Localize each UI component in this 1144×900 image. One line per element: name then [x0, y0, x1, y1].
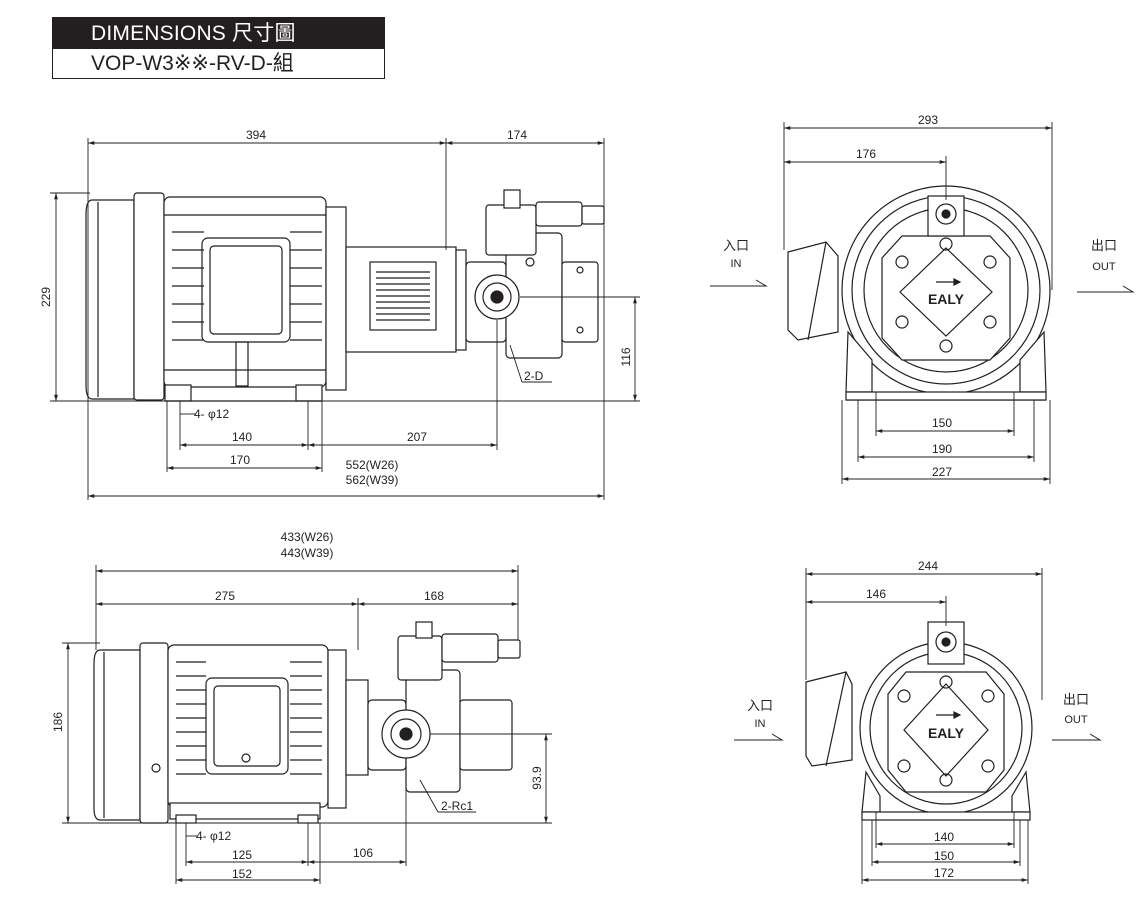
motor-body: [163, 196, 347, 391]
outlet-label: 出口: [1091, 238, 1117, 253]
dim-140: 140: [232, 430, 252, 444]
front-view-upper-dimensions: [710, 122, 1135, 484]
brand-logo-lower: EALY: [928, 725, 965, 741]
inlet-label-en: IN: [731, 258, 742, 270]
dim-170: 170: [230, 453, 250, 467]
outlet-label-lower: 出口: [1063, 692, 1089, 707]
dim-93-9: 93.9: [530, 766, 544, 790]
dim-152: 152: [232, 867, 252, 881]
coupling-housing: [345, 246, 467, 353]
fan-cover: [85, 192, 165, 401]
dim-552: 552(W26): [346, 458, 399, 472]
dim-562: 562(W39): [346, 473, 399, 487]
dim-227: 227: [932, 465, 952, 479]
side-view-lower-labels: 433(W26) 443(W39) 275 168 186 93.9 2-Rc1…: [51, 530, 544, 881]
dim-207: 207: [407, 430, 427, 444]
dim-140-lower: 140: [934, 830, 954, 844]
dim-168: 168: [424, 589, 444, 603]
outlet-label-en-lower: OUT: [1064, 714, 1088, 726]
label-4-holes: 4- φ12: [194, 407, 229, 421]
front-view-upper-labels: 293 176 150 190 227 入口 IN 出口 OUT EALY: [723, 113, 1117, 479]
dim-125: 125: [232, 848, 252, 862]
dim-229: 229: [39, 287, 53, 307]
brand-logo: EALY: [928, 291, 965, 307]
model-number: VOP-W3※※-RV-D-組: [91, 52, 294, 75]
dim-244: 244: [918, 559, 938, 573]
front-view-lower-labels: 244 146 140 150 172 入口 IN 出口 OUT EALY: [747, 559, 1089, 880]
label-2-d: 2-D: [524, 369, 544, 383]
dim-146: 146: [866, 587, 886, 601]
front-view-upper: [787, 185, 1051, 401]
dim-106: 106: [353, 846, 373, 860]
dim-172: 172: [934, 866, 954, 880]
side-view-lower-dimensions: [62, 565, 552, 884]
inlet-label: 入口: [723, 238, 749, 253]
dim-394: 394: [246, 128, 266, 142]
side-view-upper-dimensions: [50, 138, 640, 500]
dim-443: 443(W39): [281, 546, 334, 560]
inlet-label-lower: 入口: [747, 698, 773, 713]
dim-176: 176: [856, 147, 876, 161]
dim-174: 174: [507, 128, 527, 142]
outlet-label-en: OUT: [1092, 261, 1116, 273]
dim-275: 275: [215, 589, 235, 603]
dim-150: 150: [932, 416, 952, 430]
gear-pump: [465, 189, 605, 359]
page-title: DIMENSIONS 尺寸圖: [53, 18, 384, 49]
side-view-upper: [85, 189, 605, 402]
dim-150-lower: 150: [934, 849, 954, 863]
dim-116: 116: [619, 347, 633, 366]
front-view-lower-dimensions: [734, 568, 1102, 884]
front-view-lower: [805, 621, 1033, 821]
label-2-rc1: 2-Rc1: [441, 799, 473, 813]
dim-433: 433(W26): [281, 530, 334, 544]
side-view-lower: [93, 621, 521, 824]
dim-293: 293: [918, 113, 938, 127]
title-block: DIMENSIONS 尺寸圖 VOP-W3※※-RV-D-組: [52, 17, 385, 79]
dim-190: 190: [932, 442, 952, 456]
inlet-label-en-lower: IN: [755, 718, 766, 730]
label-4-holes-lower: 4- φ12: [196, 829, 231, 843]
dim-186: 186: [51, 712, 65, 732]
side-view-upper-labels: 394 174 229 116 2-D 4- φ12 140 207 170 5…: [39, 128, 633, 487]
